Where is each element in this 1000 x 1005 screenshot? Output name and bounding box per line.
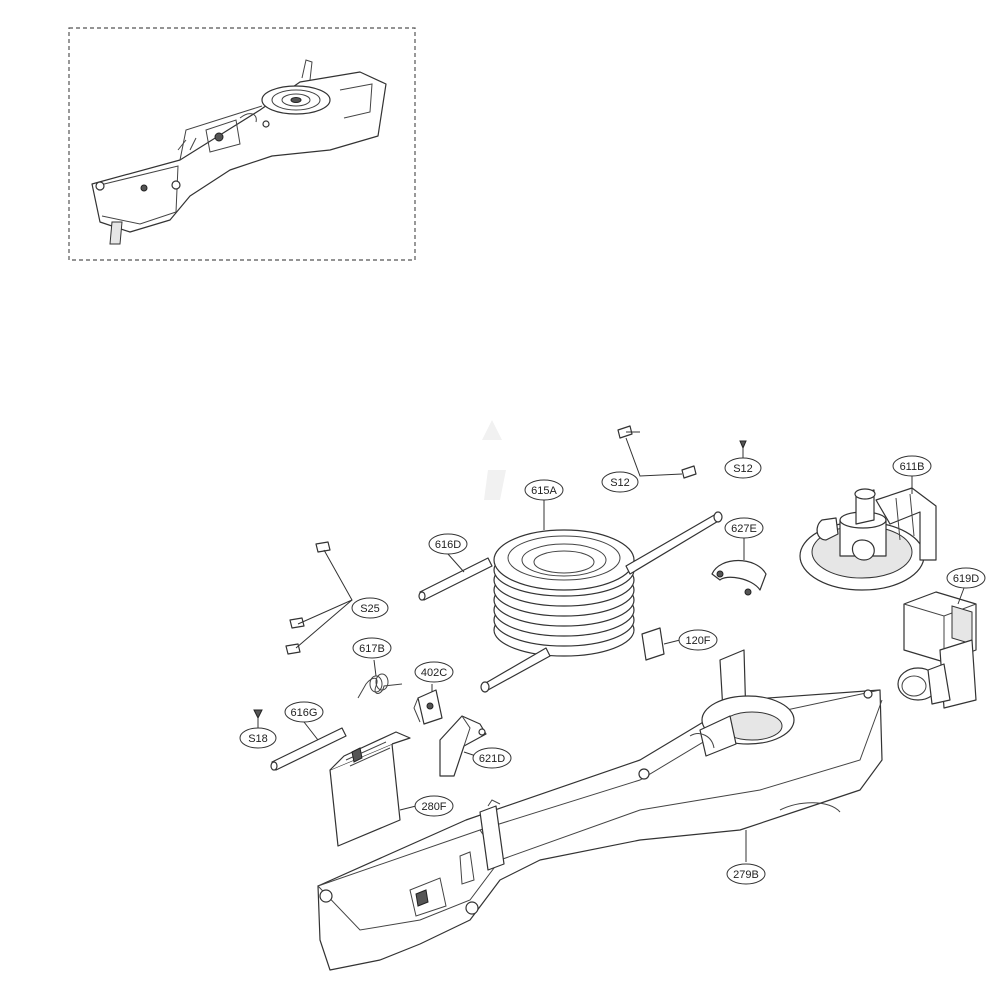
- screw-s25-low: [285, 643, 301, 655]
- label-plate-120f: [641, 627, 681, 661]
- watermark-mark: [482, 420, 506, 500]
- tube-coil-615a: [480, 500, 723, 693]
- switch-402c: [413, 684, 443, 725]
- rod-616g: [270, 721, 347, 771]
- callout-621d: 621D: [472, 747, 512, 769]
- callout-280f-text: 280F: [421, 801, 446, 813]
- callout-s25-text: S25: [360, 603, 380, 615]
- assembled-view-inset: [68, 27, 416, 261]
- screw-s25-mid: [289, 617, 305, 629]
- callout-617b: 617B: [352, 637, 392, 659]
- callout-s18: S18: [239, 727, 277, 749]
- callout-619d-text: 619D: [953, 573, 979, 585]
- callout-616g: 616G: [284, 701, 324, 723]
- callout-619d: 619D: [946, 567, 986, 589]
- callout-280f: 280F: [414, 795, 454, 817]
- callout-615a-text: 615A: [531, 485, 557, 497]
- leader-s25: [295, 549, 353, 649]
- inset-frame: [68, 27, 416, 261]
- screw-s18: [253, 709, 263, 728]
- callout-616d: 616D: [428, 533, 468, 555]
- callout-120f-text: 120F: [685, 635, 710, 647]
- callout-627e-text: 627E: [731, 523, 757, 535]
- callout-s12-b: S12: [724, 457, 762, 479]
- callout-279b: 279B: [726, 863, 766, 885]
- callout-s25: S25: [351, 597, 389, 619]
- callout-120f: 120F: [678, 629, 718, 651]
- callout-611b: 611B: [892, 455, 932, 477]
- screw-s12-top: [617, 425, 640, 439]
- callout-627e: 627E: [724, 517, 764, 539]
- valve-611b: [799, 476, 937, 591]
- screw-s12-right: [681, 465, 697, 479]
- screw-s12-small: [739, 440, 747, 450]
- callout-616g-text: 616G: [291, 707, 318, 719]
- assembled-housing: [91, 59, 387, 245]
- callout-s18-text: S18: [248, 733, 268, 745]
- leader-s12-a: [625, 437, 683, 477]
- rod-616d: [418, 553, 493, 601]
- callout-615a: 615A: [524, 479, 564, 501]
- callout-s12-a-text: S12: [610, 477, 630, 489]
- callout-s12-b-text: S12: [733, 463, 753, 475]
- callout-402c-text: 402C: [421, 667, 447, 679]
- bracket-621d: [439, 715, 487, 777]
- housing-279b: [317, 649, 883, 971]
- callout-s12-a: S12: [601, 471, 639, 493]
- callout-616d-text: 616D: [435, 539, 461, 551]
- spring-617b: [357, 659, 403, 699]
- callout-621d-text: 621D: [479, 753, 505, 765]
- cover-280f: [329, 731, 417, 847]
- callout-611b-text: 611B: [900, 461, 925, 473]
- screw-s25-top: [315, 541, 331, 553]
- clip-627e: [711, 538, 767, 596]
- callout-402c: 402C: [414, 661, 454, 683]
- callout-617b-text: 617B: [359, 643, 385, 655]
- valve-619d: [897, 587, 977, 709]
- callout-279b-text: 279B: [733, 869, 759, 881]
